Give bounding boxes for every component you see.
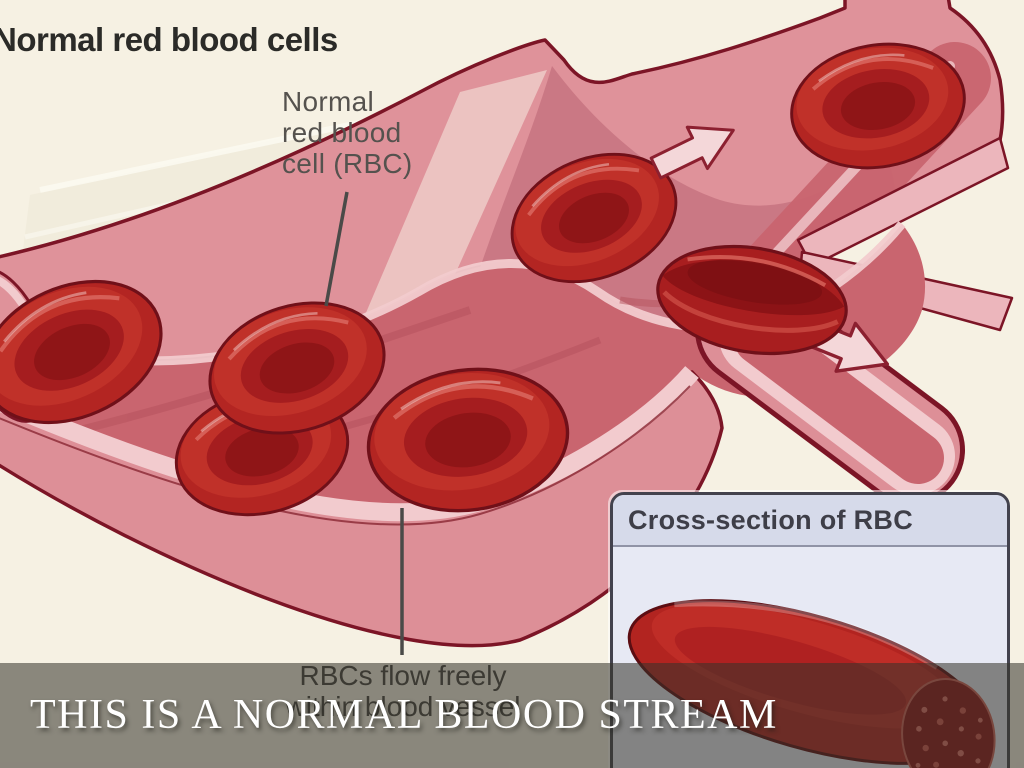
- diagram-heading: Normal red blood cells: [0, 21, 338, 58]
- light-beam: [345, 70, 547, 362]
- front-wall-inner-line: [0, 385, 691, 526]
- rbc-label-pointer-line: [324, 191, 349, 307]
- rbc-label-line: red blood: [282, 117, 402, 148]
- inset-title: Cross-section of RBC: [613, 495, 1007, 547]
- red-blood-cell-edge-view: [656, 244, 848, 356]
- rbc-label-line: cell (RBC): [282, 148, 413, 179]
- rbc-label-line: Normal: [282, 86, 375, 117]
- slide-title: THIS IS A NORMAL BLOOD STREAM: [30, 692, 778, 738]
- rbc-label: Normal red blood cell (RBC): [282, 86, 413, 179]
- caption-overlay: [0, 663, 1024, 768]
